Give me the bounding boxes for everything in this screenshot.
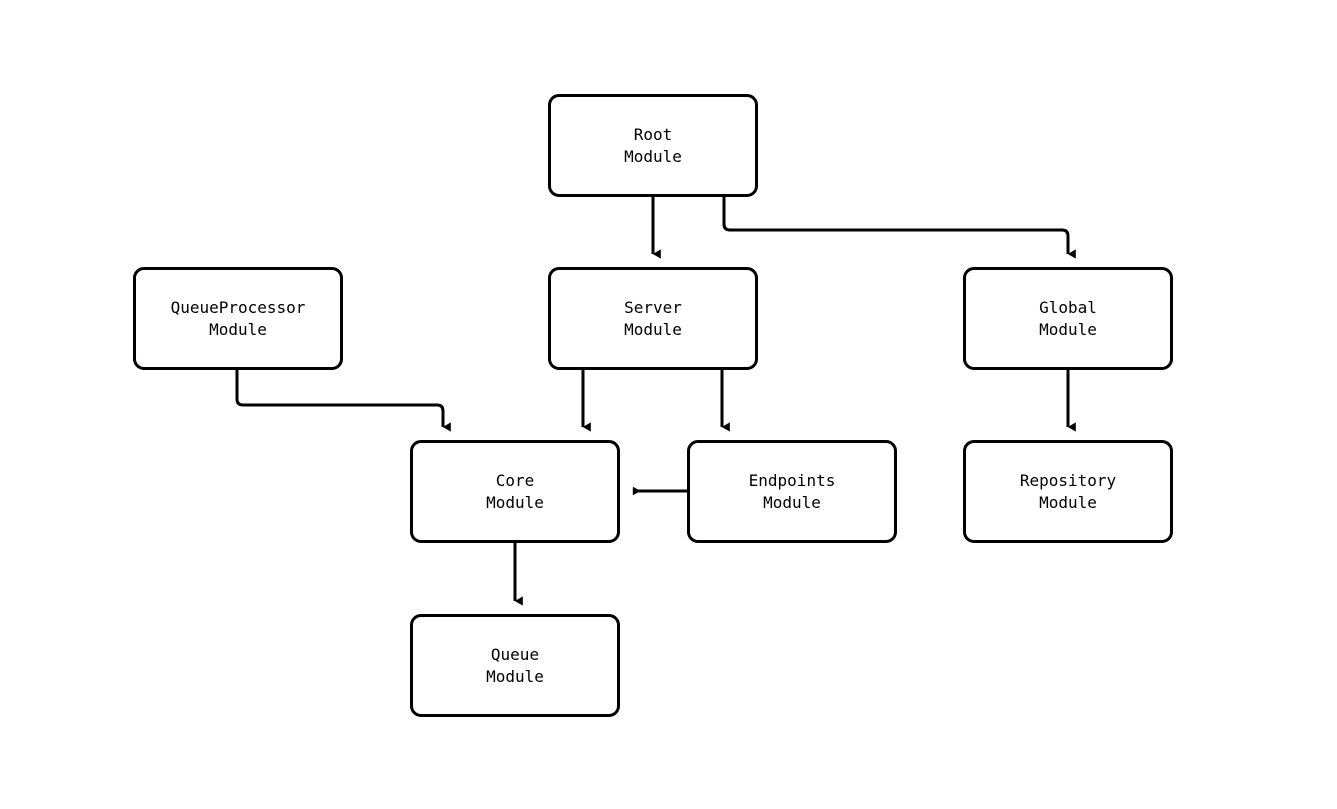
node-endpoints[interactable]: Endpoints Module xyxy=(687,440,897,543)
node-repository-label: Repository Module xyxy=(1019,470,1117,512)
node-queueprocessor[interactable]: QueueProcessor Module xyxy=(133,267,343,370)
node-queueprocessor-label: QueueProcessor Module xyxy=(170,297,306,339)
node-core-label: Core Module xyxy=(486,470,544,512)
node-server-label: Server Module xyxy=(624,297,682,339)
node-global-label: Global Module xyxy=(1039,297,1097,339)
node-root-label: Root Module xyxy=(624,124,682,166)
node-queue[interactable]: Queue Module xyxy=(410,614,620,717)
node-queue-label: Queue Module xyxy=(486,644,544,686)
node-global[interactable]: Global Module xyxy=(963,267,1173,370)
node-repository[interactable]: Repository Module xyxy=(963,440,1173,543)
node-endpoints-label: Endpoints Module xyxy=(748,470,836,512)
node-server[interactable]: Server Module xyxy=(548,267,758,370)
edge-queueprocessor-to-core xyxy=(235,370,451,432)
edge-root-to-global xyxy=(722,197,1076,259)
node-root[interactable]: Root Module xyxy=(548,94,758,197)
node-core[interactable]: Core Module xyxy=(410,440,620,543)
